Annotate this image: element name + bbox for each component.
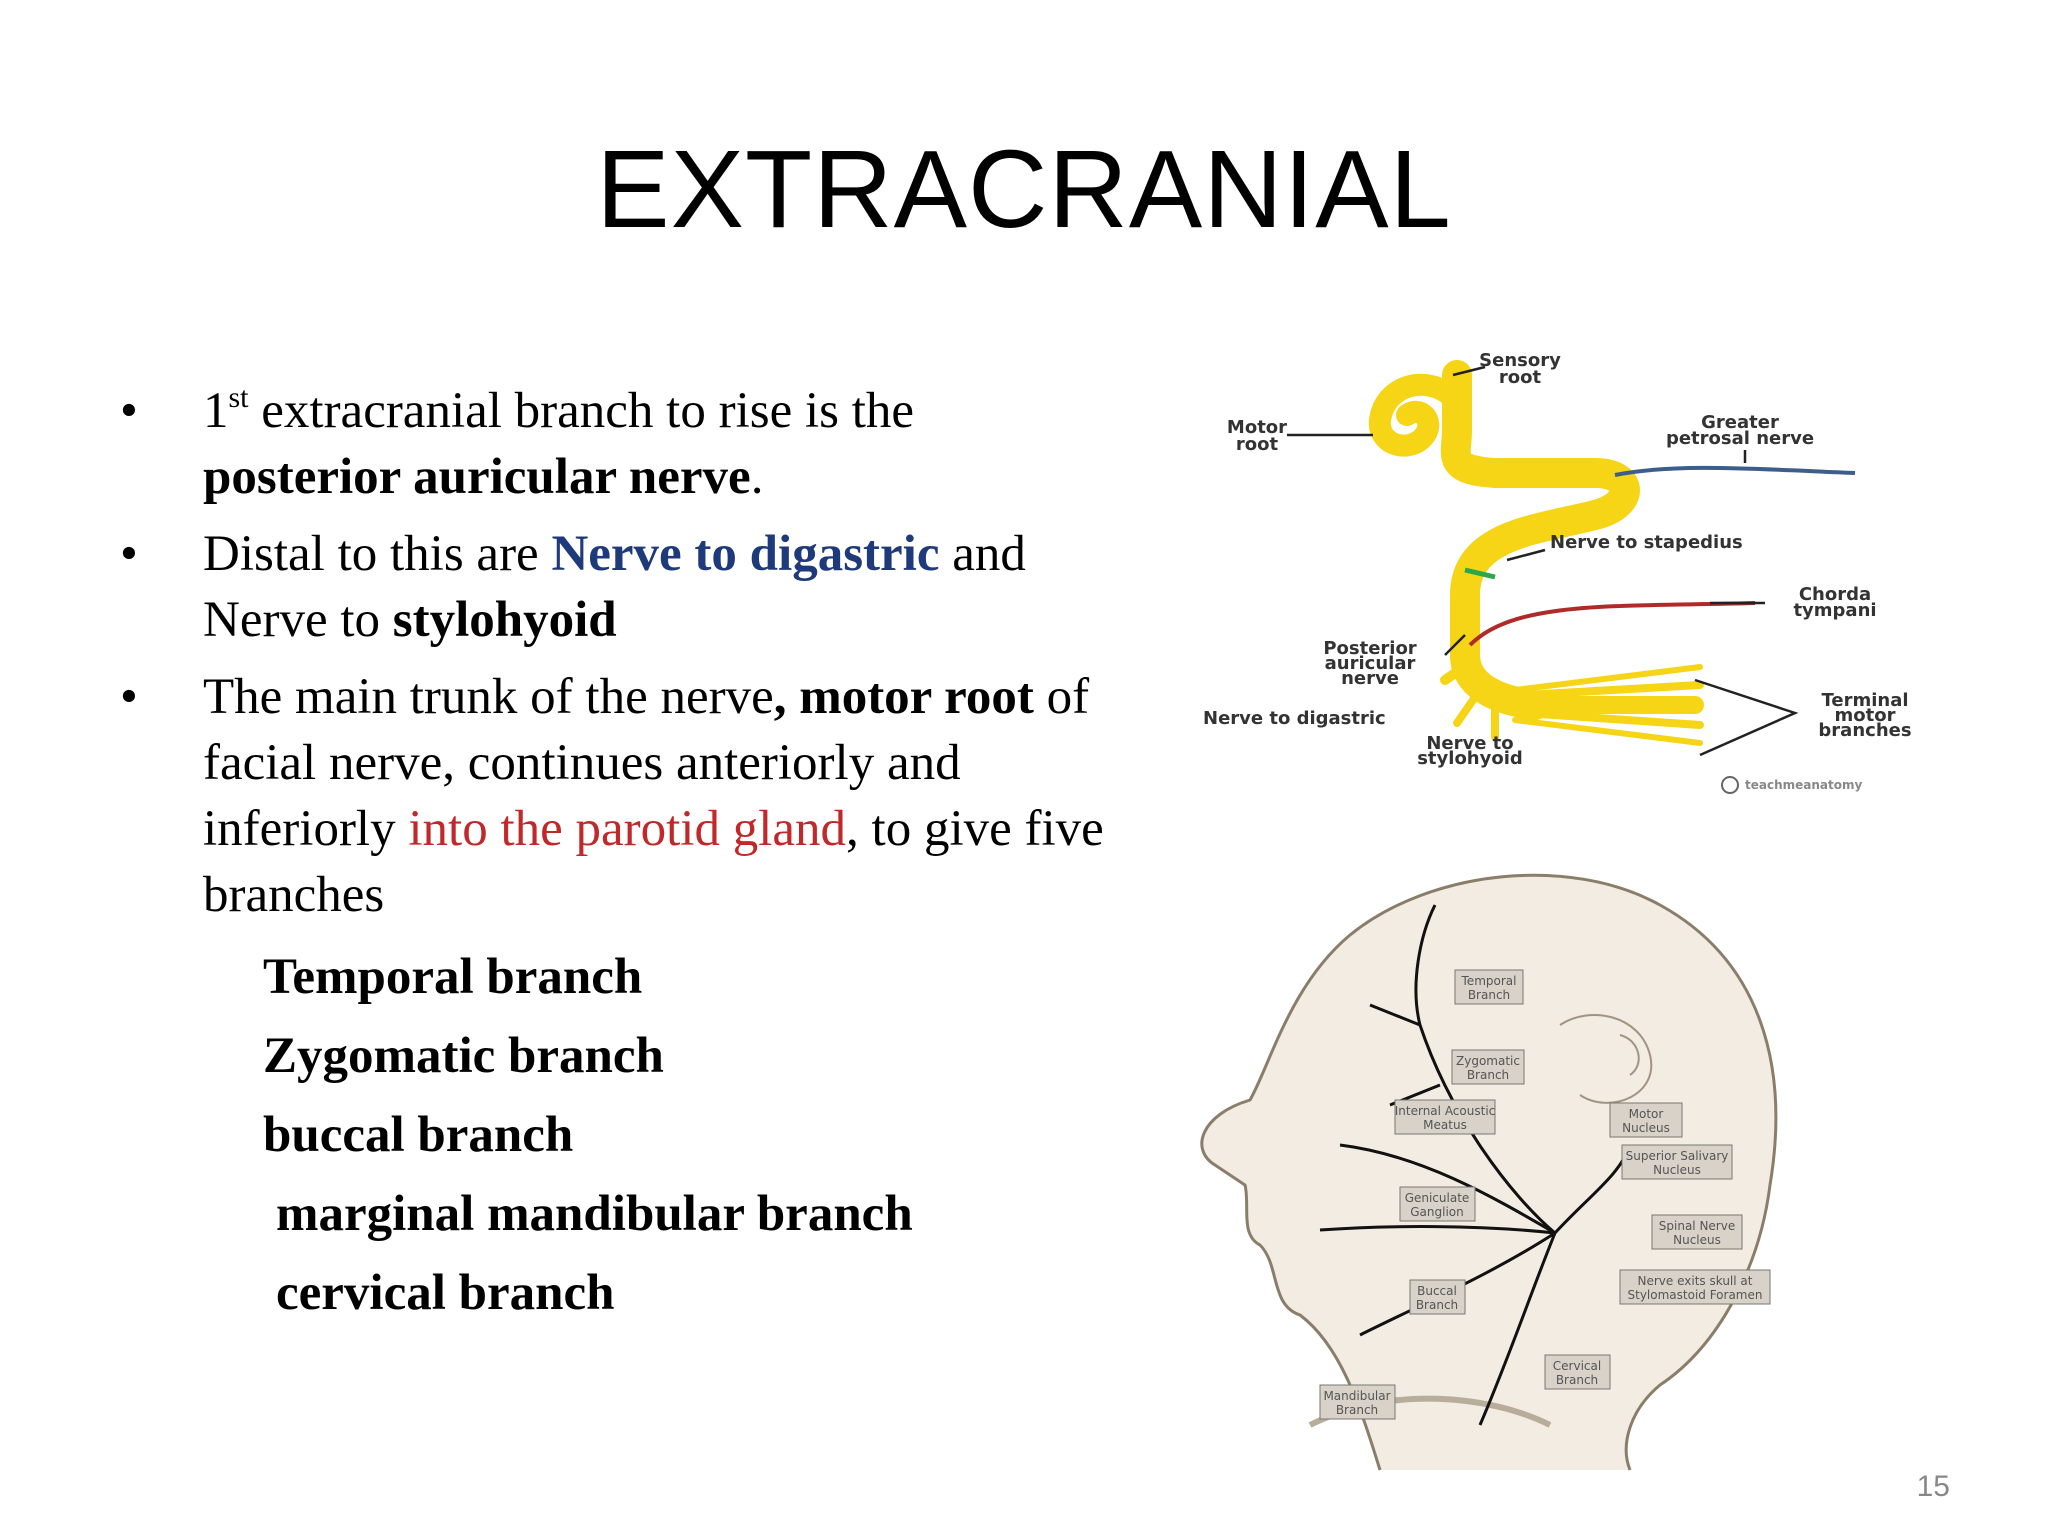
buccal-branch: buccal branch [263, 1107, 574, 1163]
svg-text:nerve: nerve [1341, 668, 1399, 689]
svg-text:Mandibular: Mandibular [1323, 1389, 1390, 1403]
svg-text:Sensory: Sensory [1479, 350, 1561, 371]
bullet-marker: • [120, 669, 138, 725]
marginal-mandibular-branch: marginal mandibular branch [276, 1186, 913, 1242]
nerve-trunk [1368, 360, 1704, 746]
facial-nerve-diagram: Sensory root Motor root Greater petrosal… [1203, 350, 1912, 794]
svg-text:Stylomastoid Foramen: Stylomastoid Foramen [1628, 1288, 1763, 1302]
slide-title: EXTRACRANIAL [596, 128, 1452, 251]
cervical-branch: cervical branch [276, 1265, 615, 1321]
svg-text:Greater: Greater [1701, 412, 1779, 433]
bullet-item: • 1st extracranial branch to rise is the… [120, 378, 1120, 510]
svg-text:Internal Acoustic: Internal Acoustic [1395, 1104, 1496, 1118]
svg-text:Nerve to stapedius: Nerve to stapedius [1550, 532, 1743, 553]
svg-text:branches: branches [1818, 720, 1911, 741]
stylohyoid-term: stylohyoid [392, 592, 617, 648]
svg-text:Cervical: Cervical [1553, 1359, 1601, 1373]
svg-text:Ganglion: Ganglion [1410, 1205, 1464, 1219]
credit-text: teachmeanatomy [1745, 778, 1862, 792]
svg-text:root: root [1236, 434, 1279, 455]
svg-text:tympani: tympani [1793, 600, 1876, 621]
bullet-item: • The main trunk of the nerve, motor roo… [120, 664, 1120, 928]
temporal-branch: Temporal branch [263, 949, 643, 1005]
bullet-marker: • [120, 526, 138, 582]
svg-text:Buccal: Buccal [1417, 1284, 1457, 1298]
head-anatomy-illustration: Temporal Branch Zygomatic Branch Interna… [1200, 873, 1778, 1471]
svg-text:Nucleus: Nucleus [1673, 1233, 1721, 1247]
page-number: 15 [1916, 1470, 1950, 1503]
posterior-auricular-term: posterior auricular nerve [203, 449, 751, 505]
svg-text:petrosal nerve: petrosal nerve [1666, 428, 1814, 449]
svg-text:Posterior: Posterior [1323, 638, 1416, 659]
chorda-tympani-line [1468, 601, 1756, 647]
svg-text:Motor: Motor [1629, 1107, 1664, 1121]
svg-text:Nerve to: Nerve to [1426, 733, 1513, 754]
svg-text:Branch: Branch [1336, 1403, 1378, 1417]
svg-text:motor: motor [1835, 705, 1896, 726]
svg-text:Terminal: Terminal [1821, 690, 1908, 711]
label-boxes [1319, 969, 1771, 1420]
svg-text:stylohyoid: stylohyoid [1417, 748, 1523, 769]
svg-text:Temporal: Temporal [1461, 974, 1517, 988]
stapedius-branch [1464, 567, 1496, 580]
svg-text:Motor: Motor [1227, 417, 1287, 438]
digastric-term: Nerve to digastric [551, 526, 940, 582]
svg-text:Nerve exits skull at: Nerve exits skull at [1638, 1274, 1753, 1288]
bullet-item: • Distal to this are Nerve to digastric … [120, 521, 1120, 653]
svg-text:Nerve to digastric: Nerve to digastric [1203, 708, 1386, 729]
svg-text:auricular: auricular [1325, 653, 1416, 674]
svg-text:Zygomatic: Zygomatic [1456, 1054, 1520, 1068]
svg-text:Spinal Nerve: Spinal Nerve [1659, 1219, 1735, 1233]
svg-text:Branch: Branch [1416, 1298, 1458, 1312]
motor-root-term: , motor root [773, 669, 1034, 725]
svg-text:Geniculate: Geniculate [1405, 1191, 1470, 1205]
svg-text:Superior Salivary: Superior Salivary [1626, 1149, 1729, 1163]
copyright-icon [1721, 776, 1739, 794]
svg-text:Meatus: Meatus [1423, 1118, 1467, 1132]
bullet-marker: • [120, 383, 138, 439]
svg-text:Nucleus: Nucleus [1653, 1163, 1701, 1177]
svg-text:root: root [1499, 367, 1542, 388]
svg-text:Nucleus: Nucleus [1622, 1121, 1670, 1135]
svg-text:Branch: Branch [1467, 1068, 1509, 1082]
svg-text:Chorda: Chorda [1799, 584, 1871, 605]
zygomatic-branch: Zygomatic branch [263, 1028, 664, 1084]
parotid-term: into the parotid gland [408, 801, 847, 857]
greater-petrosal-line [1614, 465, 1856, 477]
svg-text:Branch: Branch [1556, 1373, 1598, 1387]
svg-text:Branch: Branch [1468, 988, 1510, 1002]
bullet-list: • 1st extracranial branch to rise is the… [120, 378, 1120, 939]
